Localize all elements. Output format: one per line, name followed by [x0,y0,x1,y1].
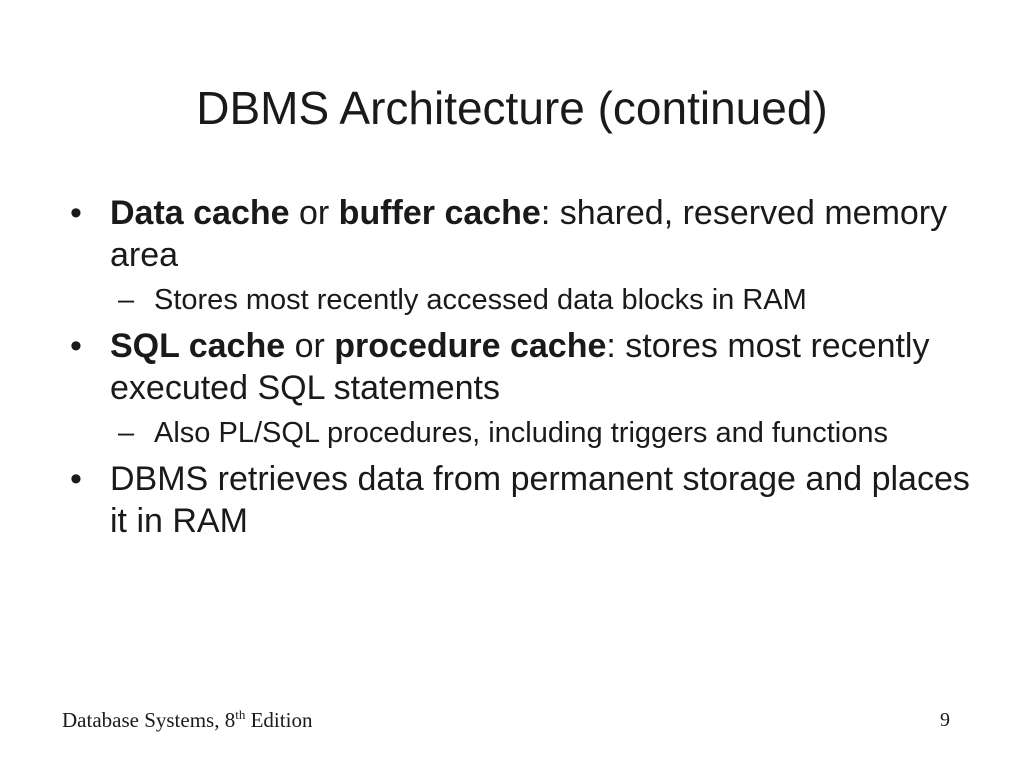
term-data-cache: Data cache [110,194,290,232]
connector-text: or [289,194,339,232]
bullet-marker: • [70,460,82,498]
edition-text: Edition [245,708,313,732]
edition-superscript: th [235,707,246,722]
sub-bullet-data-blocks: – Stores most recently accessed data blo… [70,282,970,319]
bullet-text: : shared, reserved memory area [110,194,948,274]
sub-bullet-text: Stores most recently accessed data block… [154,284,807,316]
bullet-text: DBMS retrieves data from permanent stora… [110,460,970,540]
connector-text: or [285,327,335,365]
bullet-marker: • [70,327,82,365]
bullet-item-dbms-retrieves: • DBMS retrieves data from permanent sto… [70,458,970,542]
bullet-item-sql-cache: • SQL cache or procedure cache: stores m… [70,325,970,409]
sub-bullet-text: Also PL/SQL procedures, including trigge… [154,417,889,449]
book-title-text: Database Systems, 8 [62,708,236,732]
slide-content: • Data cache or buffer cache: shared, re… [70,192,970,546]
page-number: 9 [940,709,950,731]
sub-bullet-marker: – [118,284,135,316]
term-buffer-cache: buffer cache [338,194,541,232]
slide-title: DBMS Architecture (continued) [196,82,828,134]
footer-book-title: Database Systems, 8th Edition [62,706,312,734]
sub-bullet-plsql: – Also PL/SQL procedures, including trig… [70,415,970,452]
bullet-text: : stores most recently executed SQL stat… [110,327,930,407]
term-procedure-cache: procedure cache [334,327,607,365]
term-sql-cache: SQL cache [110,327,286,365]
sub-bullet-marker: – [118,417,135,449]
bullet-marker: • [70,194,82,232]
bullet-item-data-cache: • Data cache or buffer cache: shared, re… [70,192,970,276]
